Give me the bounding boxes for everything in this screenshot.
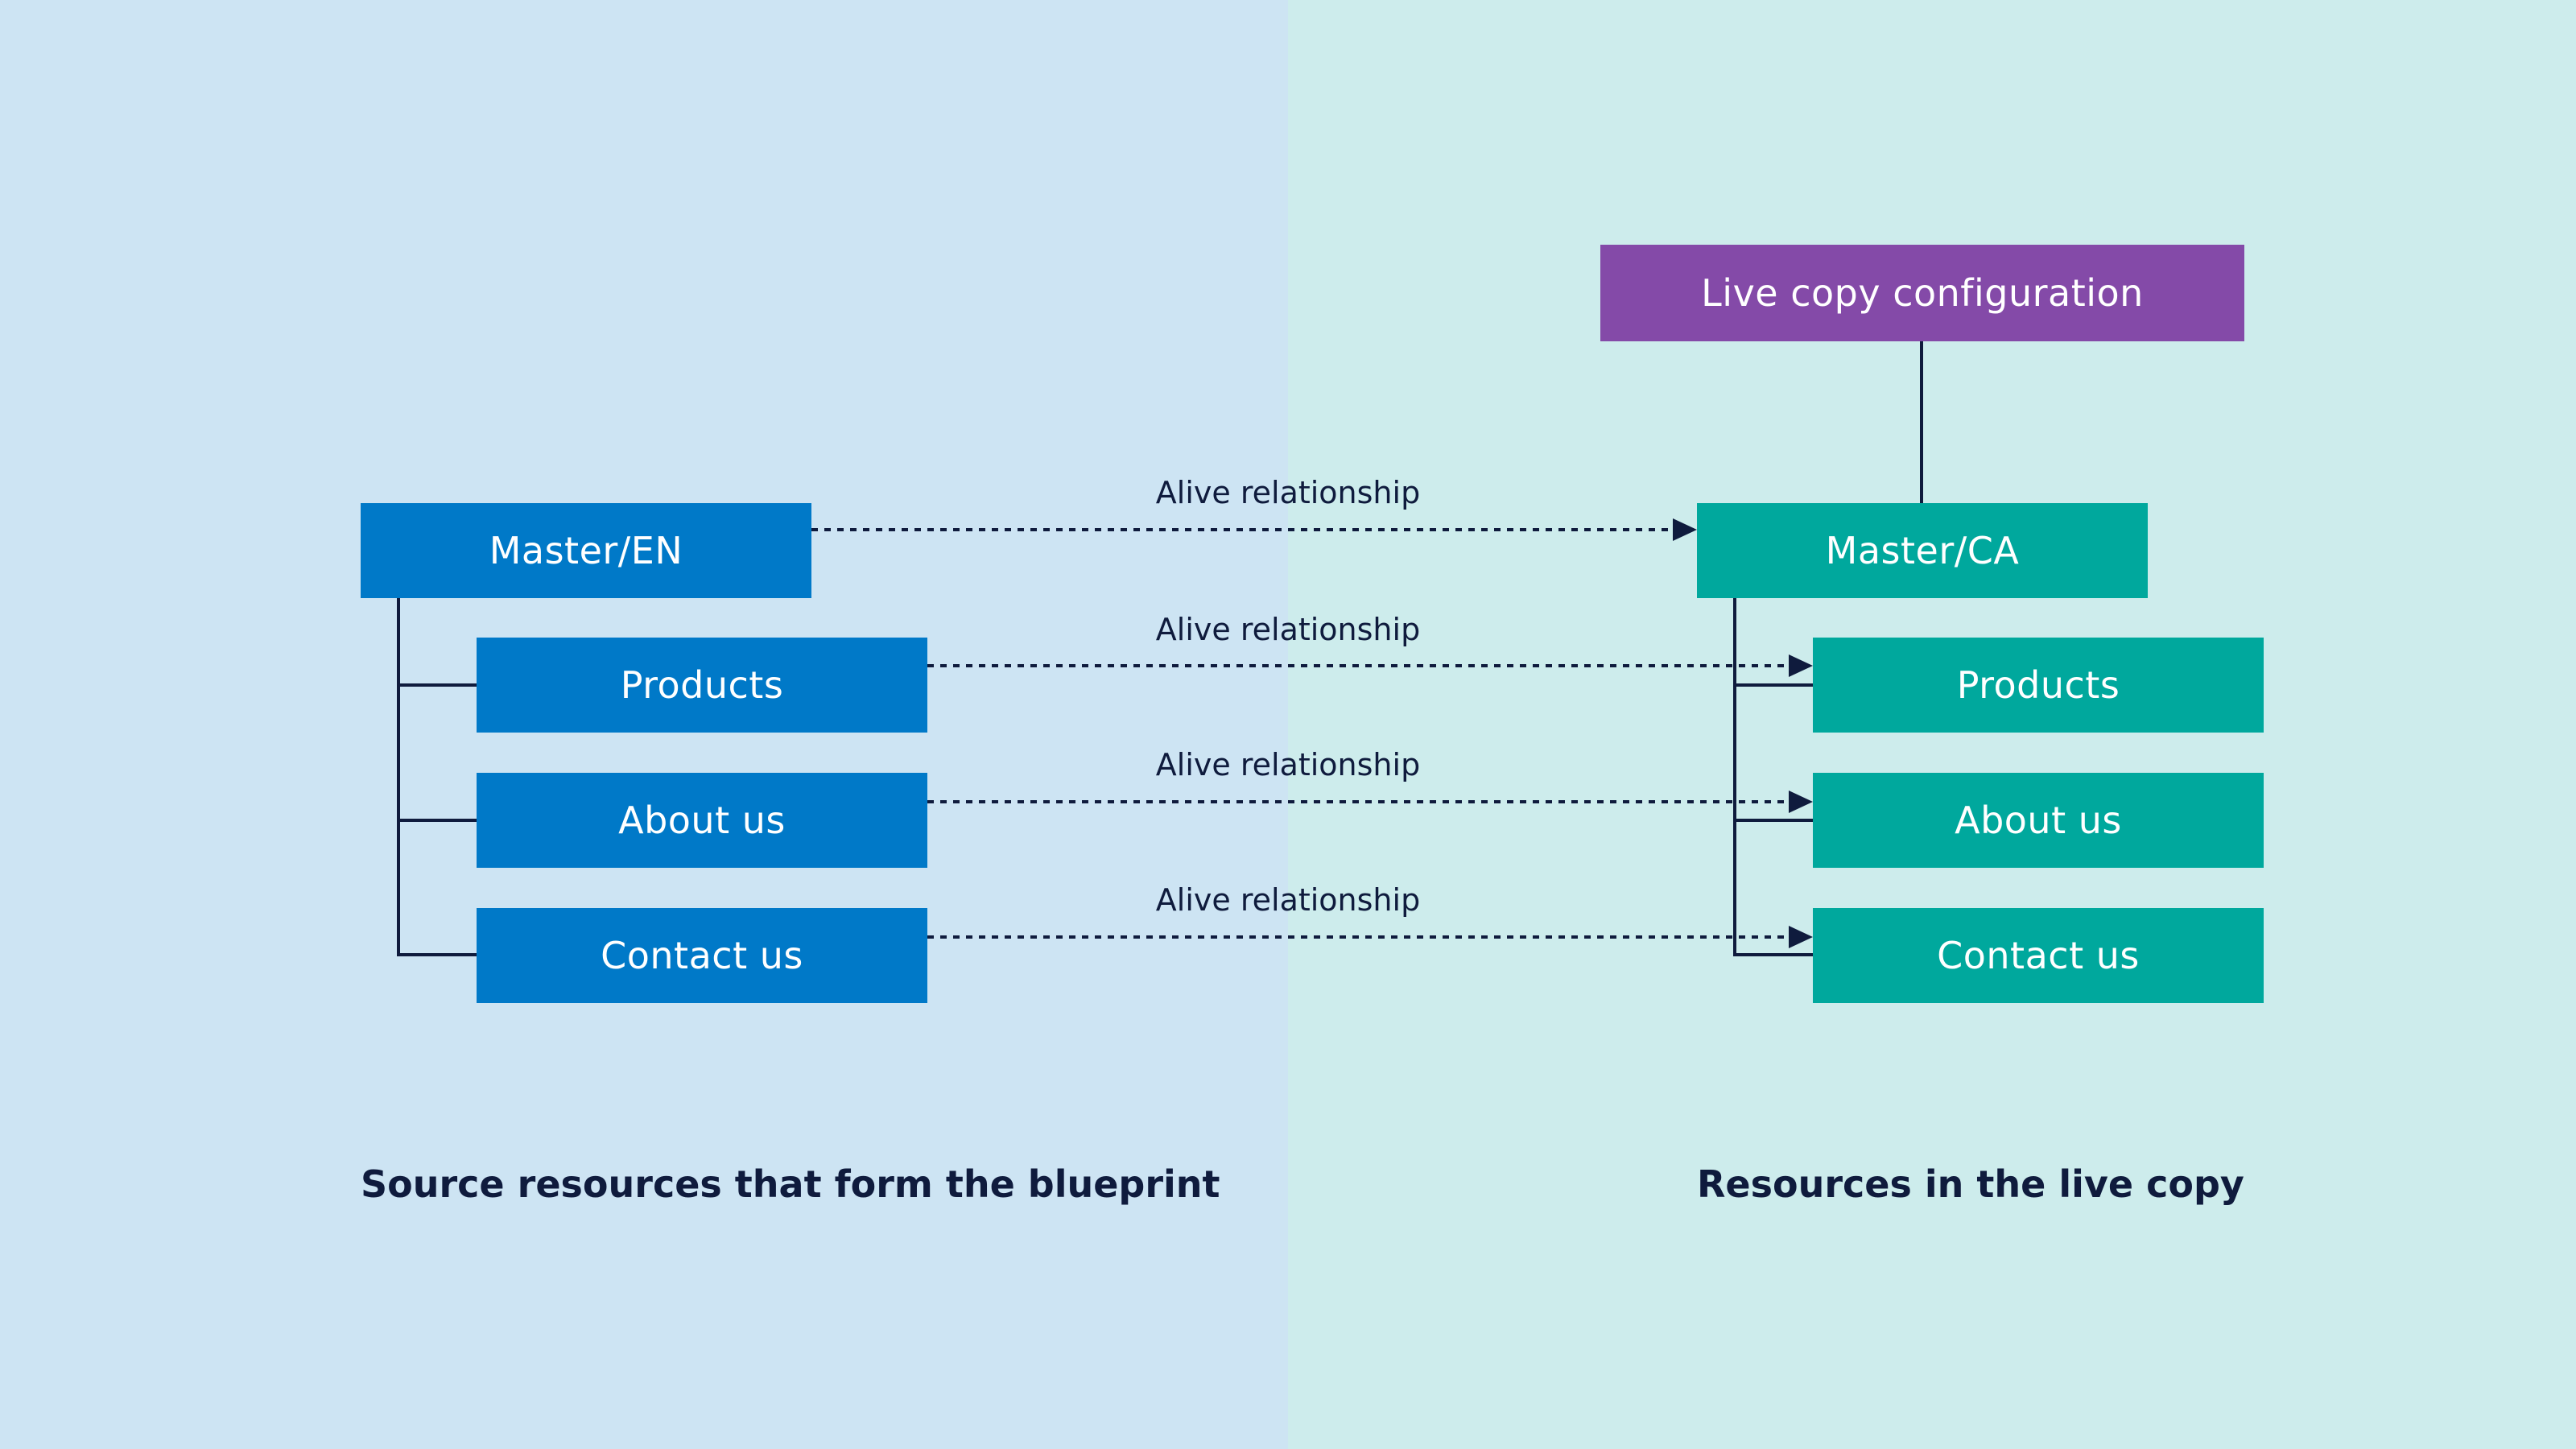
live-copy-about-label: About us [1955,799,2122,842]
source-contact-box: Contact us [477,908,927,1003]
source-products-box: Products [477,638,927,733]
relationship-label-contact: Alive relationship [1155,882,1421,918]
source-contact-label: Contact us [601,934,803,977]
live-copy-caption: Resources in the live copy [1697,1162,2244,1206]
live-copy-products-label: Products [1956,663,2120,707]
live-copy-contact-box: Contact us [1813,908,2264,1003]
source-root-label: Master/EN [489,529,683,572]
live-copy-products-box: Products [1813,638,2264,733]
source-caption: Source resources that form the blueprint [361,1162,1220,1206]
relationship-label-root: Alive relationship [1155,475,1421,510]
live-copy-root-label: Master/CA [1825,529,2020,572]
source-products-label: Products [620,663,784,707]
source-tree-connector [397,597,477,956]
source-about-label: About us [618,799,786,842]
live-copy-config-label: Live copy configuration [1701,271,2144,315]
relationship-label-products: Alive relationship [1155,612,1421,647]
live-copy-tree-connector [1733,597,1814,956]
relationship-label-about: Alive relationship [1155,747,1421,782]
source-about-box: About us [477,773,927,868]
source-root-box: Master/EN [361,503,811,598]
live-copy-about-box: About us [1813,773,2264,868]
live-copy-contact-label: Contact us [1937,934,2140,977]
live-copy-config-box: Live copy configuration [1600,245,2244,341]
live-copy-root-box: Master/CA [1697,503,2148,598]
